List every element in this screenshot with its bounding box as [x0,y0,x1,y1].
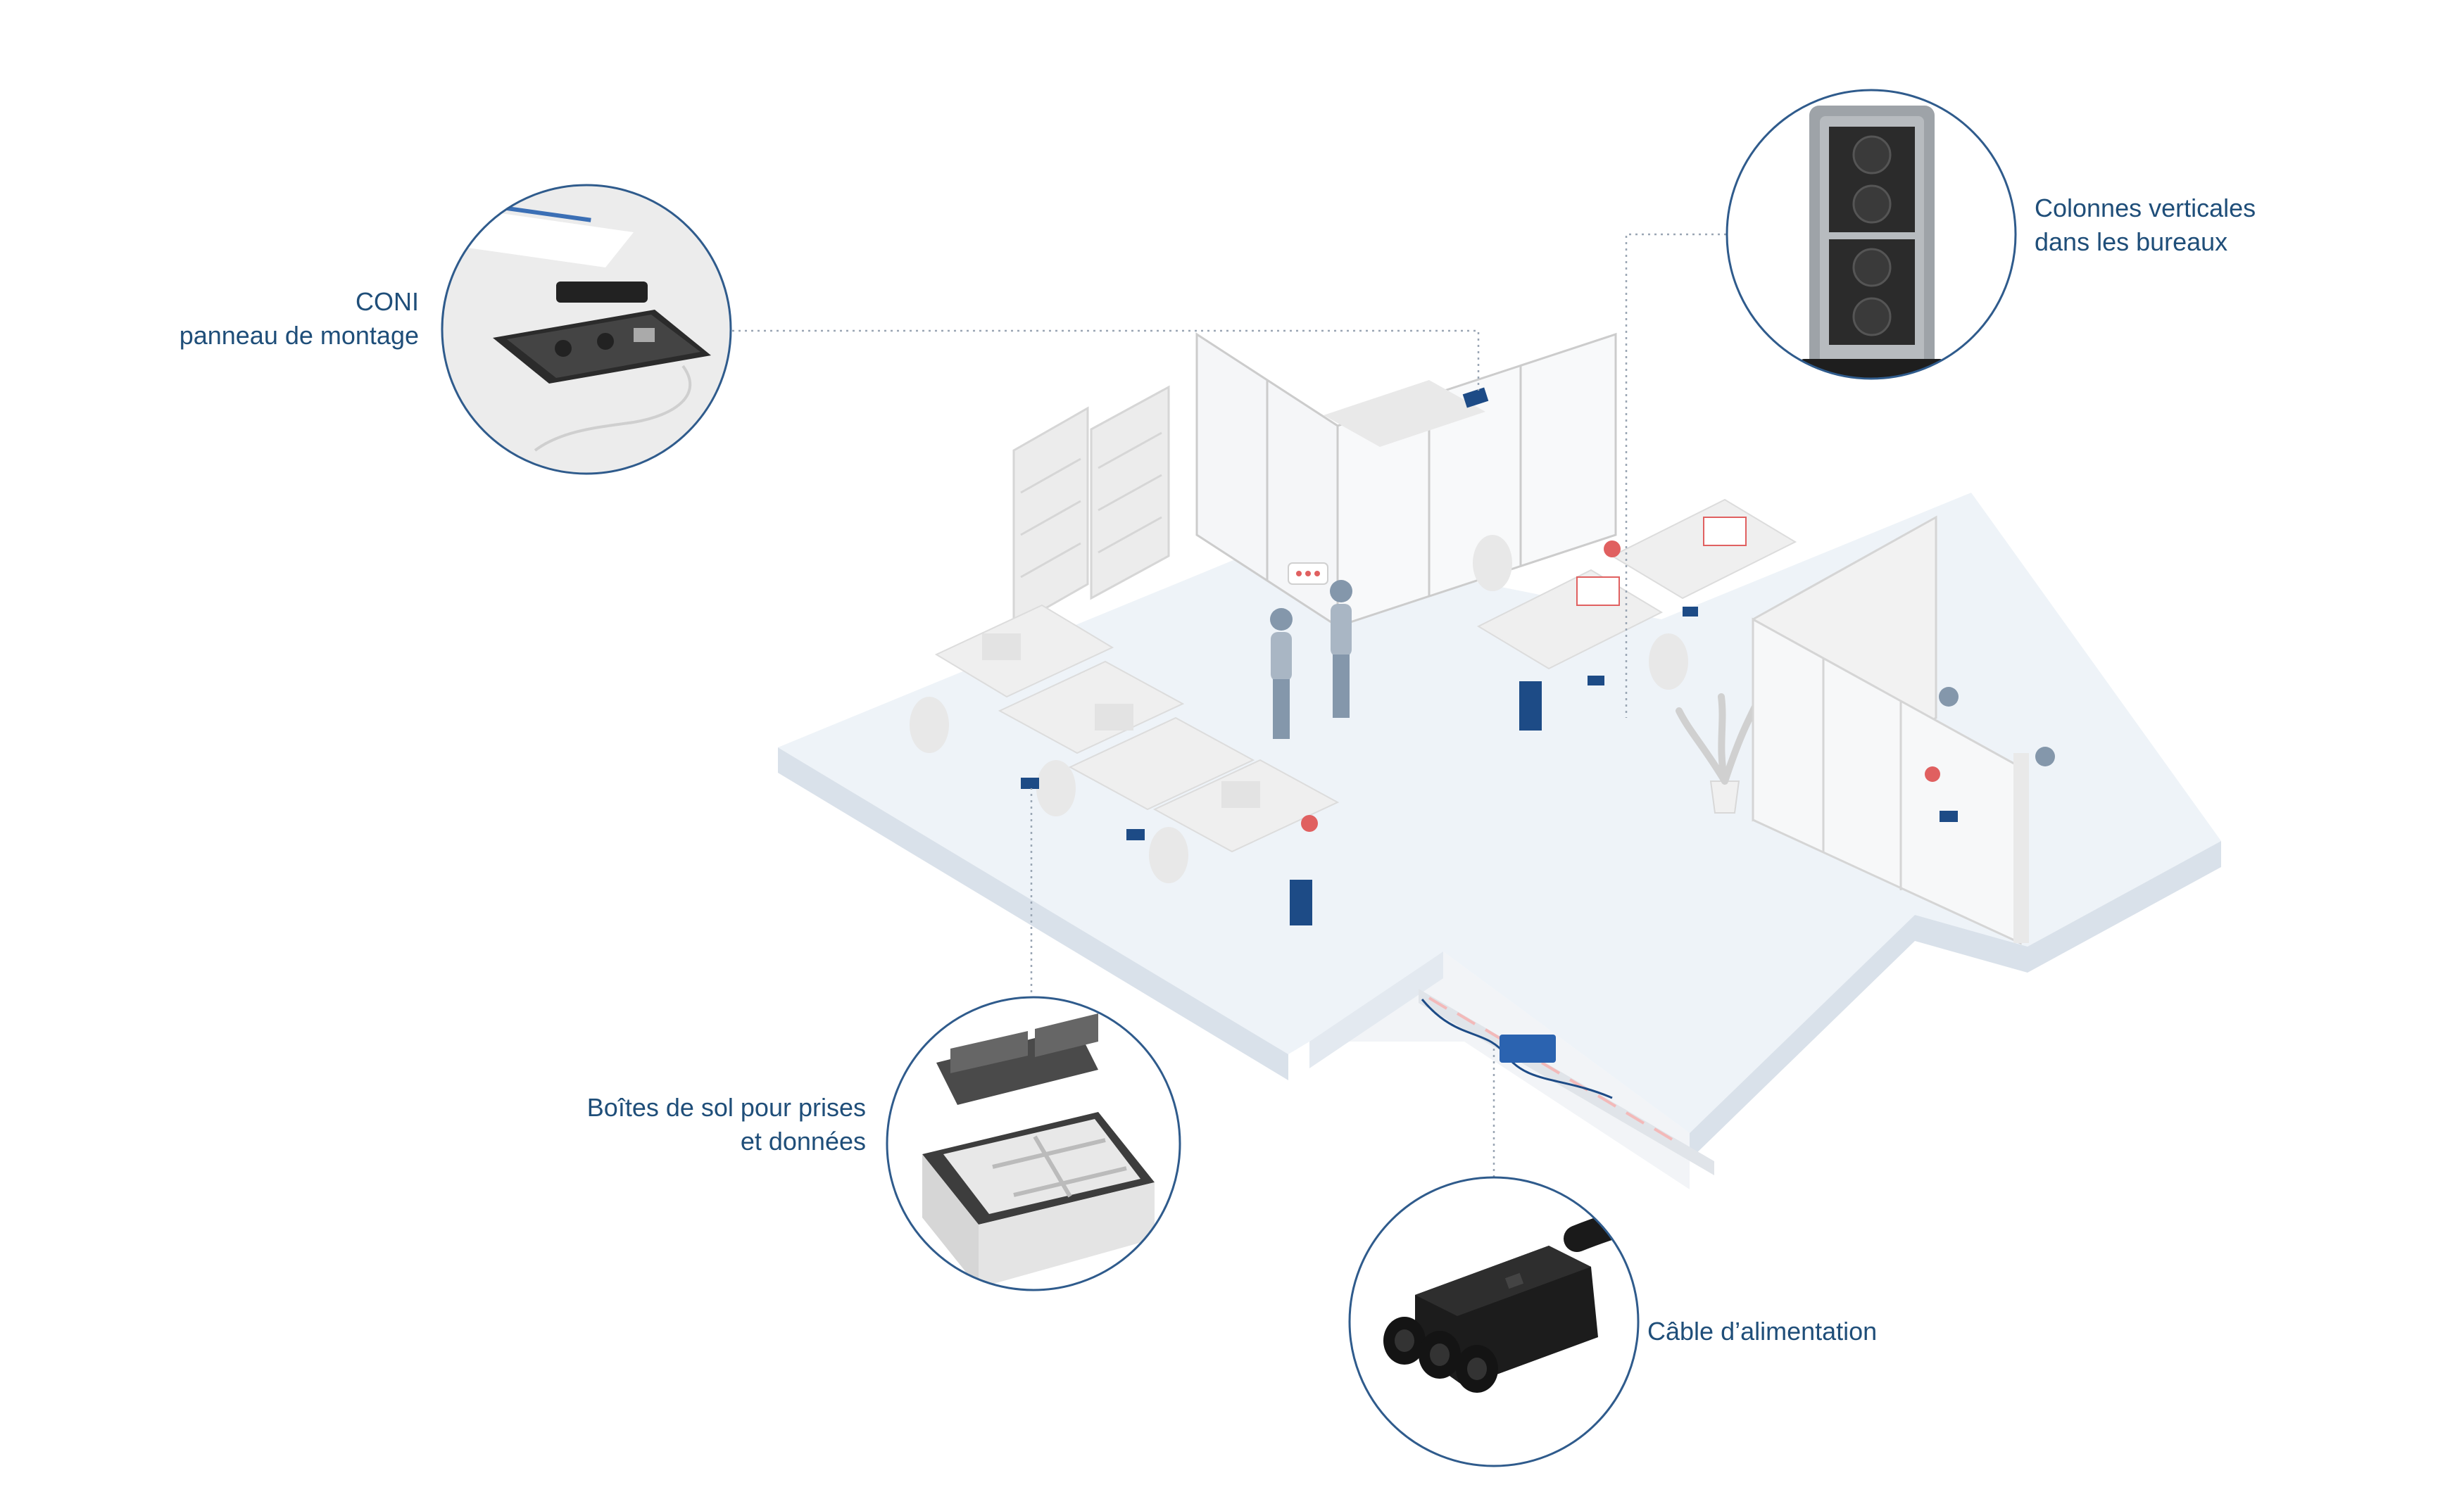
desk-cluster-right [1473,498,1797,731]
columns-label: Colonnes verticales dans les bureaux [2035,191,2330,259]
floorbox-label-line2: et données [740,1127,866,1156]
coni-label-line2: panneau de montage [179,321,419,350]
floor-slab-face-right [1690,841,2221,1160]
cable-callout-circle [1348,1176,1640,1467]
floorbox-callout-circle [886,996,1181,1291]
floor-box-marker [1940,811,1958,822]
floor-box-marker [1126,829,1145,840]
floor-slab-face-cut [1309,952,1443,1068]
people-talking [1270,562,1352,739]
floor-box-marker [1683,607,1698,617]
coni-callout-circle [441,184,732,475]
underfloor-distribution-block [1500,1035,1556,1063]
columns-label-line1: Colonnes verticales [2035,194,2256,222]
desk-cluster-left [910,604,1340,925]
columns-callout-circle [1726,89,2017,380]
columns-label-line2: dans les bureaux [2035,227,2228,256]
floor-box-marker [1588,676,1604,685]
cable-label: Câble d’alimentation [1647,1315,1943,1348]
floor-slab-face-left [778,747,1288,1080]
right-office-glass [1752,515,2055,945]
power-column-marker [1290,880,1312,925]
power-column-marker [1519,681,1542,731]
shelving-units [1012,385,1170,628]
floorbox-label-line1: Boîtes de sol pour prises [586,1093,866,1122]
floorbox-label: Boîtes de sol pour prises et données [493,1091,866,1158]
cable-label-line1: Câble d’alimentation [1647,1317,1878,1346]
floor-box-marker [1021,778,1039,789]
underfloor-cutaway [1309,952,1690,1189]
coni-label-line1: CONI [356,287,419,316]
plant [1676,693,1764,814]
coni-label: CONI panneau de montage [127,285,419,353]
leader-lines [732,233,1726,1177]
